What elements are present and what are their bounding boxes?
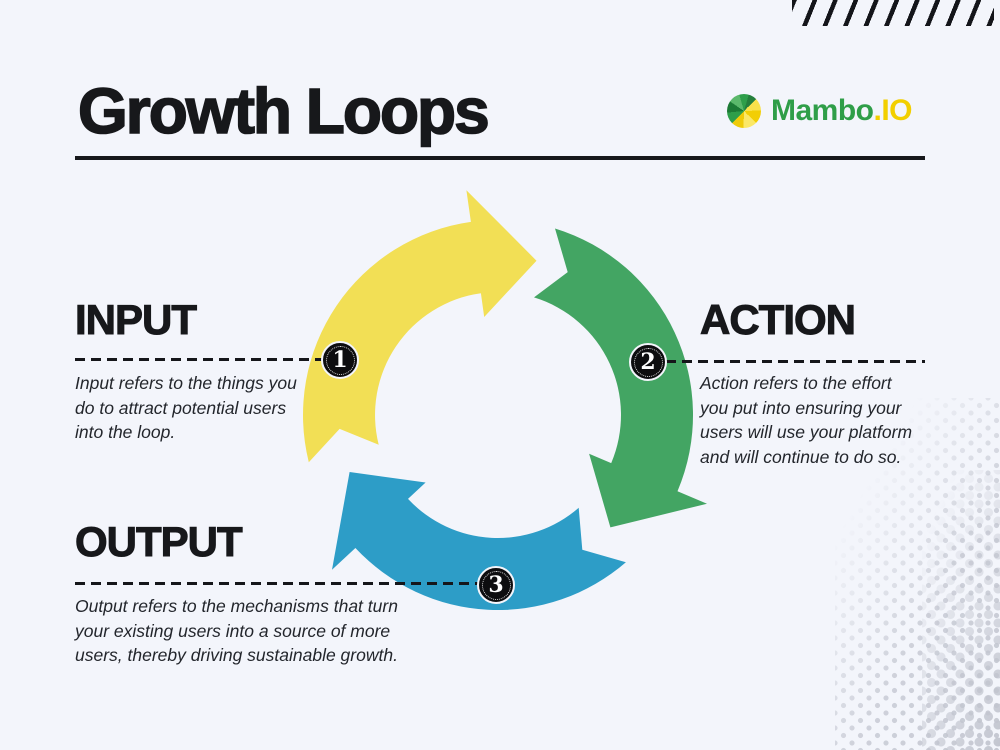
leader-line-output	[75, 582, 482, 585]
leader-line-action	[666, 360, 925, 363]
loop-arrow-action	[534, 228, 707, 528]
text-line: your existing users into a source of mor…	[75, 620, 391, 641]
step-badge-2: 2	[629, 343, 667, 381]
leader-line-input	[75, 358, 327, 361]
step-badge-1: 1	[321, 341, 359, 379]
step-number-2: 2	[640, 349, 656, 375]
text-line: and will continue to do so.	[700, 446, 902, 467]
text-line: do to attract potential users	[75, 397, 287, 418]
section-description-action: Action refers to the effort you put into…	[700, 371, 912, 469]
loop-arrow-input	[303, 190, 537, 463]
diagonal-stripes-decoration	[792, 0, 994, 26]
text-line: you put into ensuring your	[700, 397, 902, 418]
text-line: users, thereby driving sustainable growt…	[75, 645, 398, 665]
citrus-pinwheel-icon	[727, 94, 761, 128]
section-description-input: Input refers to the things you do to att…	[75, 371, 297, 445]
step-number-3: 3	[488, 572, 504, 598]
section-description-output: Output refers to the mechanisms that tur…	[75, 594, 398, 668]
section-heading-input: INPUT	[75, 296, 198, 343]
halftone-dots-decoration-dense	[922, 470, 1000, 750]
text-line: users will use your platform	[700, 422, 913, 442]
brand-suffix: .IO	[873, 94, 913, 127]
brand-name: Mambo	[771, 94, 874, 127]
page-title: Growth Loops	[77, 74, 490, 148]
title-underline	[75, 156, 925, 160]
brand-logo: Mambo.IO	[727, 94, 913, 128]
text-line: into the loop.	[75, 422, 176, 442]
text-line: Output refers to the mechanisms that tur…	[75, 596, 398, 616]
step-badge-3: 3	[477, 566, 515, 604]
text-line: Input refers to the things you	[75, 373, 297, 393]
brand-logo-text: Mambo.IO	[771, 94, 913, 128]
section-heading-output: OUTPUT	[75, 518, 244, 565]
loop-arrow-output	[332, 472, 626, 611]
section-heading-action: ACTION	[700, 296, 857, 343]
step-number-1: 1	[332, 347, 348, 373]
text-line: Action refers to the effort	[700, 373, 892, 393]
